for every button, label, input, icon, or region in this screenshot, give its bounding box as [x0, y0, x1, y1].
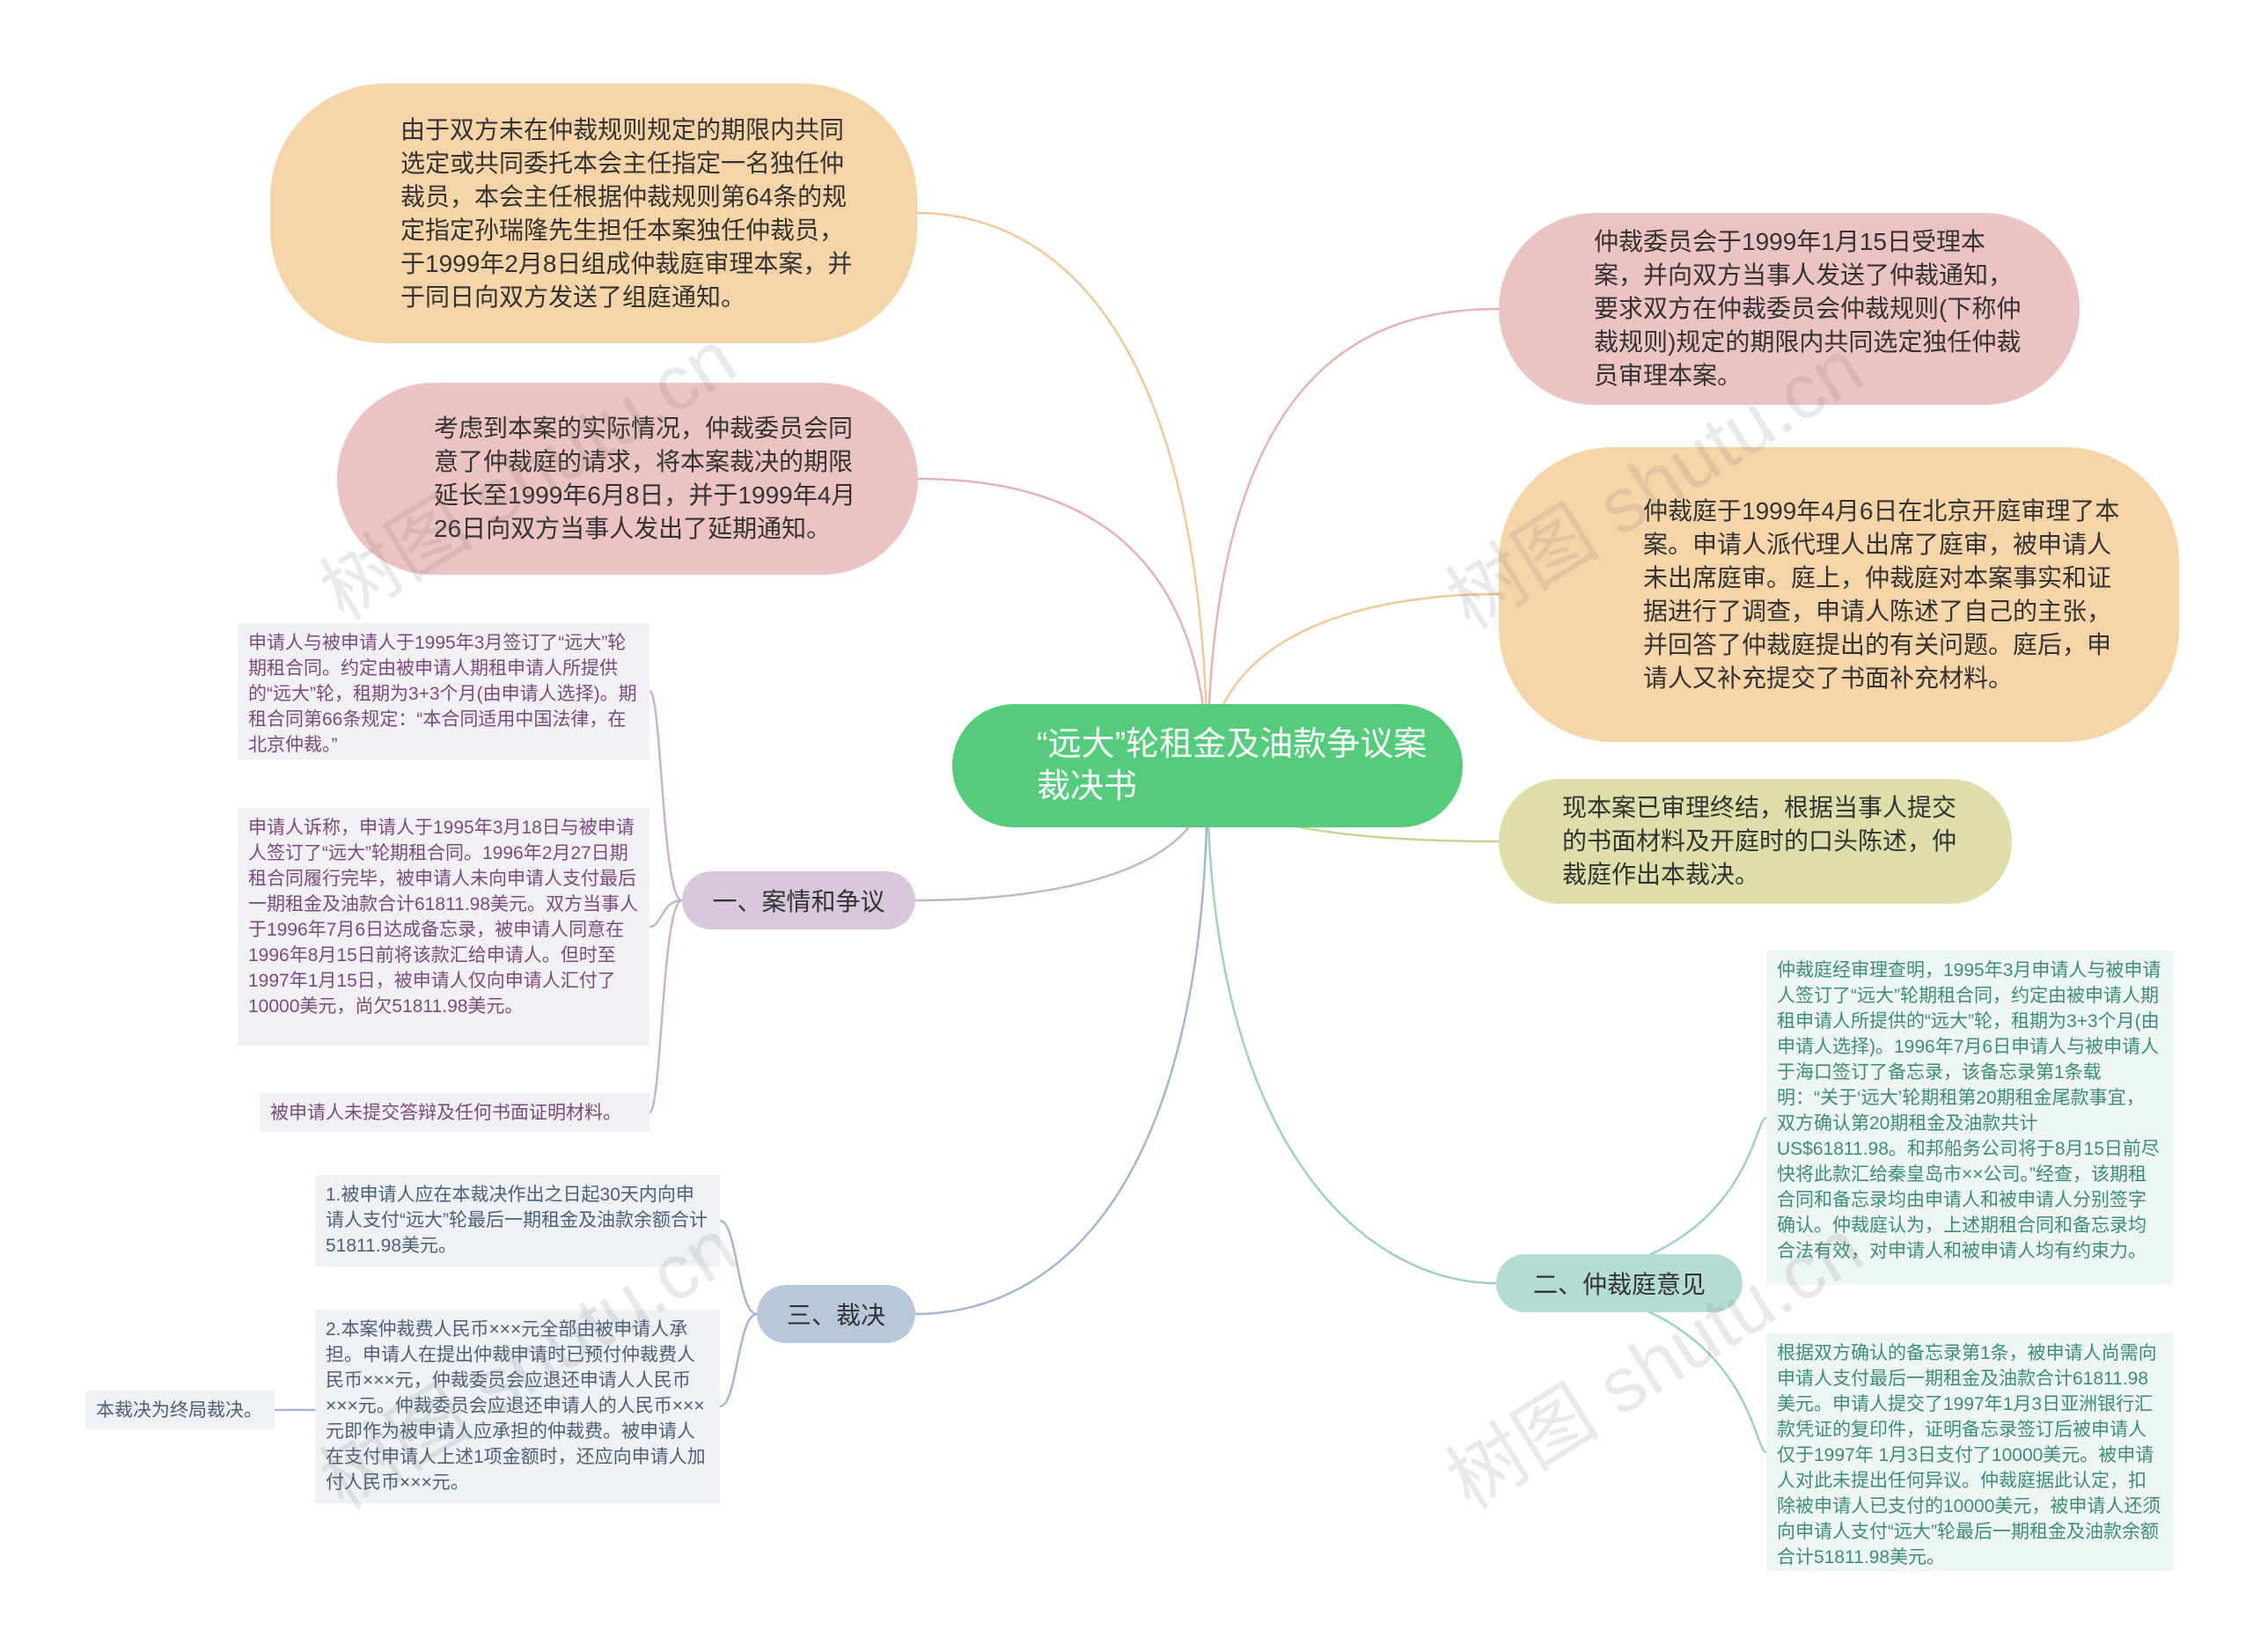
central-topic[interactable]: “远大”轮租金及油款争议案裁决书 — [952, 704, 1463, 827]
link-b3-l6 — [719, 1219, 758, 1316]
topic-bubble-case-acceptance[interactable]: 仲裁委员会于1999年1月15日受理本案，并向双方当事人发送了仲裁通知，要求双方… — [1499, 213, 2080, 405]
leaf-findings-of-fact[interactable]: 仲裁庭经审理查明，1995年3月申请人与被申请人签订了“远大”轮期租合同，约定由… — [1766, 951, 2173, 1285]
leaf-text: 本裁决为终局裁决。 — [96, 1400, 262, 1421]
topic-text: 仲裁庭于1999年4月6日在北京开庭审理了本案。申请人派代理人出席了庭审，被申请… — [1643, 496, 2120, 692]
leaf-text: 根据双方确认的备忘录第1条，被申请人尚需向申请人支付最后一期租金及油款合计618… — [1777, 1343, 2161, 1568]
central-topic-label: “远大”轮租金及油款争议案裁决书 — [1037, 726, 1427, 805]
link-center-b3 — [914, 774, 1209, 1316]
branch-award[interactable]: 三、裁决 — [757, 1285, 915, 1343]
link-center-tl1 — [916, 211, 1209, 775]
leaf-text: 1.被申请人应在本裁决作出之日起30天内向申请人支付“远大”轮最后一期租金及油款… — [326, 1185, 708, 1256]
leaf-amount-determination[interactable]: 根据双方确认的备忘录第1条，被申请人尚需向申请人支付最后一期租金及油款合计618… — [1766, 1333, 2173, 1571]
leaf-award-item-1[interactable]: 1.被申请人应在本裁决作出之日起30天内向申请人支付“远大”轮最后一期租金及油款… — [315, 1175, 720, 1267]
link-center-b2 — [1206, 774, 1497, 1285]
topic-text: 由于双方未在仲裁规则规定的期限内共同选定或共同委托本会主任指定一名独任仲裁员，本… — [400, 115, 853, 311]
topic-bubble-hearing[interactable]: 仲裁庭于1999年4月6日在北京开庭审理了本案。申请人派代理人出席了庭审，被申请… — [1499, 447, 2179, 742]
leaf-award-item-2[interactable]: 2.本案仲裁费人民币×××元全部由被申请人承担。申请人在提出仲裁申请时已预付仲裁… — [315, 1310, 720, 1503]
leaf-claimant-claims[interactable]: 申请人诉称，申请人于1995年3月18日与被申请人签订了“远大”轮期租合同。19… — [238, 808, 649, 1046]
topic-text: 现本案已审理终结，根据当事人提交的书面材料及开庭时的口头陈述，仲裁庭作出本裁决。 — [1562, 794, 1957, 888]
leaf-text: 被申请人未提交答辩及任何书面证明材料。 — [270, 1103, 621, 1123]
branch-tribunal-opinion[interactable]: 二、仲裁庭意见 — [1496, 1254, 1743, 1312]
branch-label: 二、仲裁庭意见 — [1532, 1271, 1706, 1298]
branch-case-and-dispute[interactable]: 一、案情和争议 — [682, 871, 915, 929]
link-b1-l3 — [648, 899, 683, 1114]
link-b1-l1 — [648, 689, 683, 902]
link-b1-l2 — [649, 899, 683, 929]
link-b3-l7 — [719, 1312, 758, 1408]
topic-bubble-deadline-extension[interactable]: 考虑到本案的实际情况，仲裁委员会同意了仲裁庭的请求，将本案裁决的期限延长至199… — [337, 383, 918, 575]
leaf-text: 仲裁庭经审理查明，1995年3月申请人与被申请人签订了“远大”轮期租合同，约定由… — [1777, 960, 2161, 1261]
leaf-text: 申请人诉称，申请人于1995年3月18日与被申请人签订了“远大”轮期租合同。19… — [248, 818, 639, 1017]
link-center-tl2 — [917, 477, 1209, 775]
link-center-tr1 — [1206, 307, 1500, 775]
branch-label: 三、裁决 — [786, 1302, 885, 1329]
topic-text: 仲裁委员会于1999年1月15日受理本案，并向双方当事人发送了仲裁通知，要求双方… — [1594, 228, 2022, 389]
leaf-final-award[interactable]: 本裁决为终局裁决。 — [85, 1391, 275, 1429]
topic-text: 考虑到本案的实际情况，仲裁委员会同意了仲裁庭的请求，将本案裁决的期限延长至199… — [434, 415, 856, 542]
topic-bubble-conclusion[interactable]: 现本案已审理终结，根据当事人提交的书面材料及开庭时的口头陈述，仲裁庭作出本裁决。 — [1499, 779, 2012, 904]
leaf-text: 2.本案仲裁费人民币×××元全部由被申请人承担。申请人在提出仲裁申请时已预付仲裁… — [326, 1319, 706, 1493]
topic-bubble-tribunal-formation[interactable]: 由于双方未在仲裁规则规定的期限内共同选定或共同委托本会主任指定一名独任仲裁员，本… — [270, 84, 917, 343]
leaf-no-defense[interactable]: 被申请人未提交答辩及任何书面证明材料。 — [260, 1093, 649, 1132]
branch-label: 一、案情和争议 — [712, 888, 885, 915]
leaf-contract-summary[interactable]: 申请人与被申请人于1995年3月签订了“远大”轮期租合同。约定由被申请人期租申请… — [238, 623, 649, 760]
leaf-text: 申请人与被申请人于1995年3月签订了“远大”轮期租合同。约定由被申请人期租申请… — [248, 633, 637, 755]
